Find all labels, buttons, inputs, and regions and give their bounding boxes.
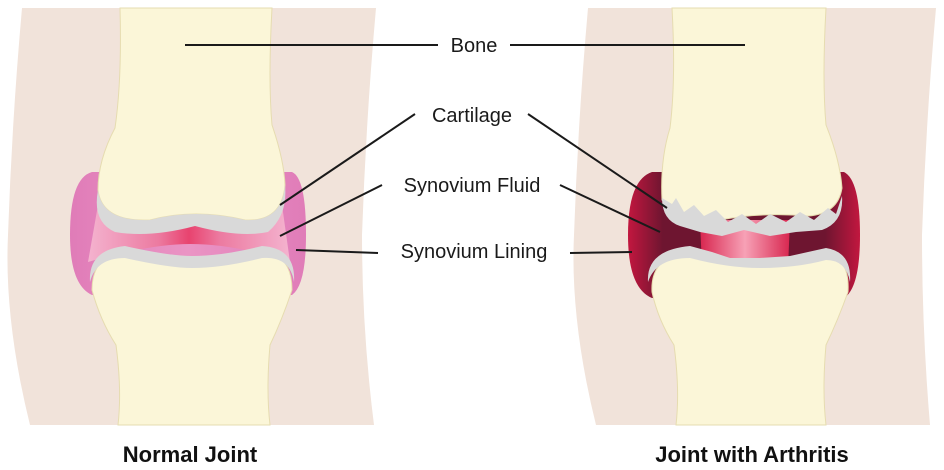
label-synovium-lining: Synovium Lining (401, 241, 548, 263)
lining-leader-right (570, 252, 632, 253)
title-normal-joint: Normal Joint (123, 442, 258, 467)
normal-lower-bone (92, 252, 292, 425)
label-cartilage: Cartilage (432, 105, 512, 127)
label-bone: Bone (451, 35, 498, 57)
label-synovium-fluid: Synovium Fluid (404, 175, 541, 197)
title-arthritis-joint: Joint with Arthritis (655, 442, 849, 467)
arthritis-lower-bone (652, 252, 848, 425)
normal-upper-bone (98, 8, 285, 220)
arthritis-upper-bone (662, 8, 842, 220)
